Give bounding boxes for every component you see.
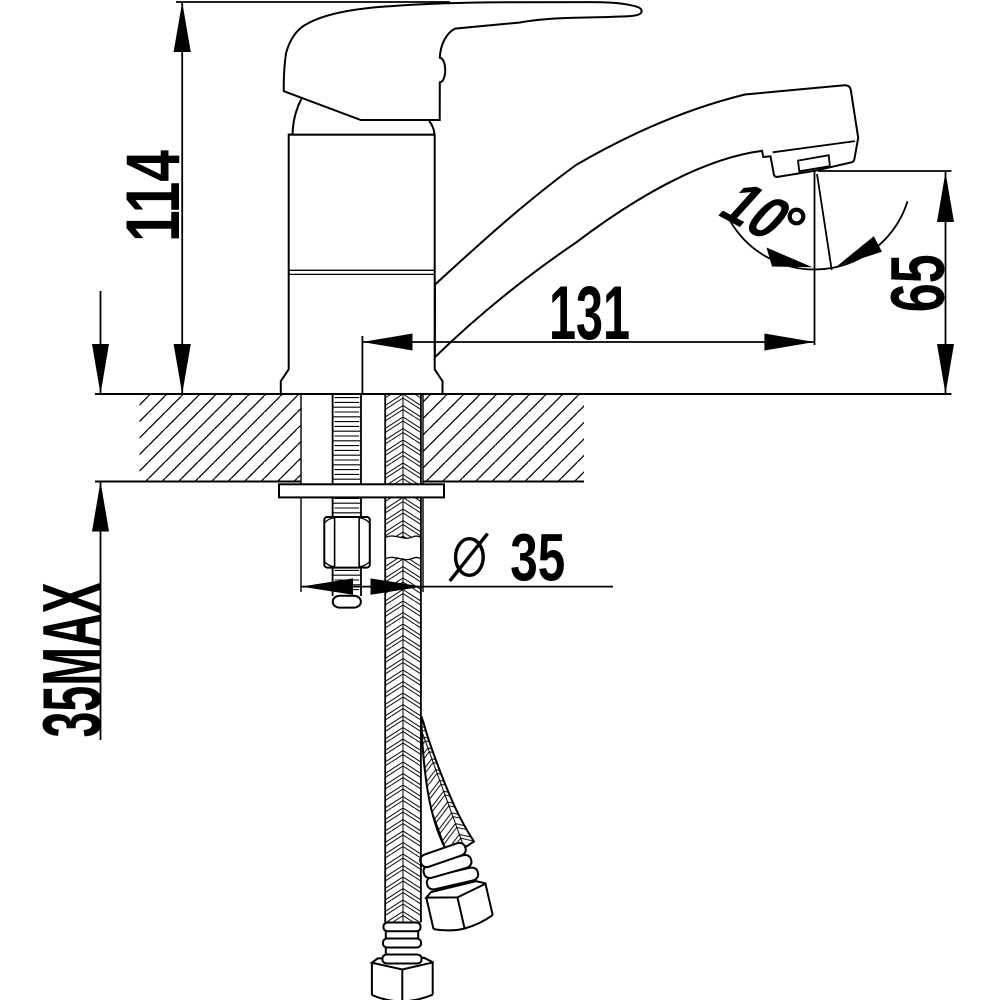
svg-text:114: 114 <box>111 150 196 242</box>
svg-text:131: 131 <box>549 271 630 356</box>
svg-text:65: 65 <box>876 254 961 312</box>
svg-text:35MAX: 35MAX <box>25 583 118 738</box>
svg-text:35: 35 <box>510 522 565 596</box>
